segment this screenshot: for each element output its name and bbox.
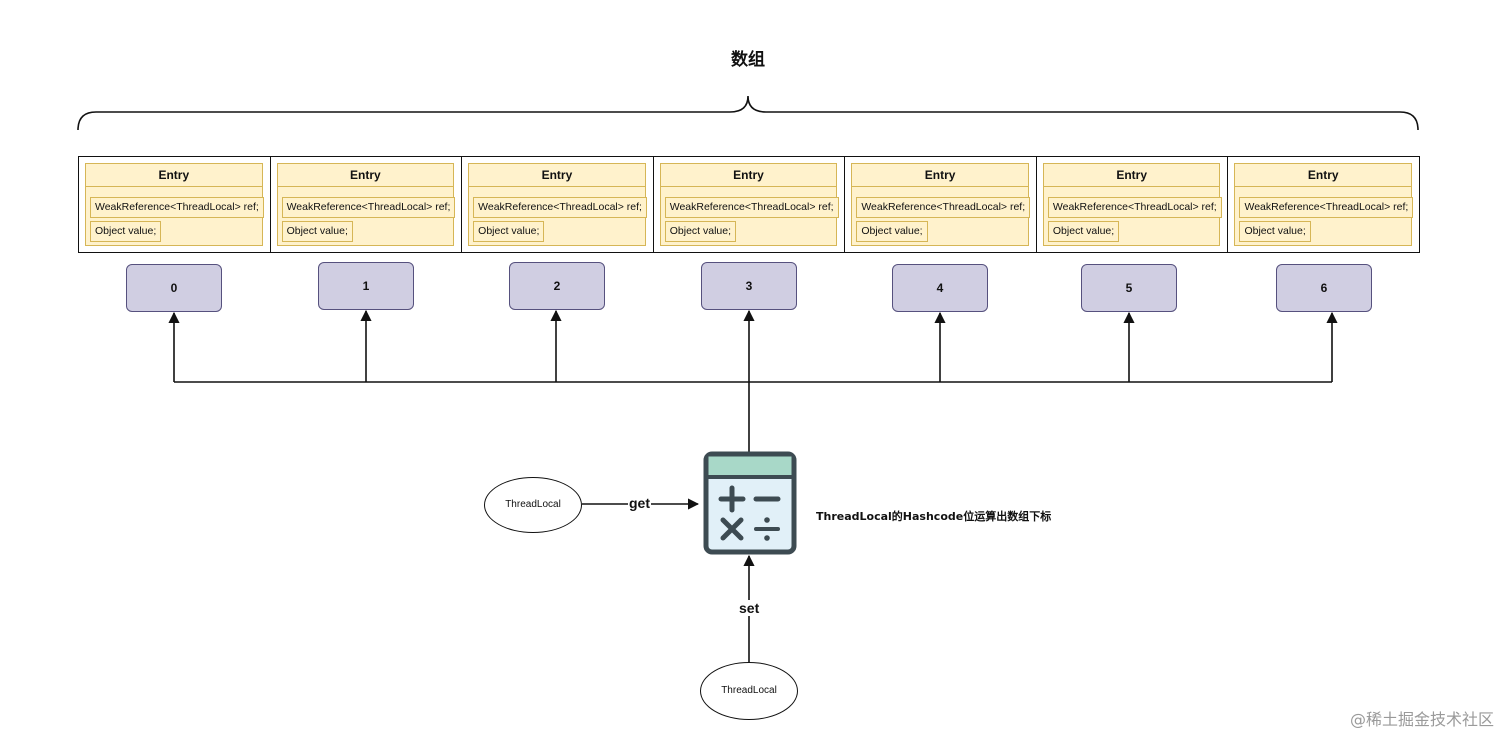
entry-box: Entry WeakReference<ThreadLocal> ref; Ob… bbox=[1234, 163, 1414, 246]
entry-title: Entry bbox=[1235, 164, 1412, 187]
entry-title: Entry bbox=[469, 164, 645, 187]
entry-box: Entry WeakReference<ThreadLocal> ref; Ob… bbox=[85, 163, 264, 246]
calculator-icon bbox=[703, 451, 797, 555]
entry-value-field: Object value; bbox=[473, 221, 545, 242]
entry-value-field: Object value; bbox=[1239, 221, 1311, 242]
entry-array: Entry WeakReference<ThreadLocal> ref; Ob… bbox=[78, 156, 1420, 253]
entry-box: Entry WeakReference<ThreadLocal> ref; Ob… bbox=[1042, 163, 1222, 246]
index-box-4: 4 bbox=[892, 264, 988, 312]
entry-box: Entry WeakReference<ThreadLocal> ref; Ob… bbox=[468, 163, 647, 246]
entry-title: Entry bbox=[86, 164, 262, 187]
set-label: set bbox=[738, 600, 761, 616]
index-box-5: 5 bbox=[1081, 264, 1177, 312]
entry-box: Entry WeakReference<ThreadLocal> ref; Ob… bbox=[851, 163, 1031, 246]
entry-value-field: Object value; bbox=[664, 221, 737, 242]
array-cell: Entry WeakReference<ThreadLocal> ref; Ob… bbox=[845, 157, 1037, 252]
array-cell: Entry WeakReference<ThreadLocal> ref; Ob… bbox=[271, 157, 463, 252]
entry-ref-field: WeakReference<ThreadLocal> ref; bbox=[281, 197, 456, 218]
entry-title: Entry bbox=[852, 164, 1028, 187]
entry-title: Entry bbox=[1043, 164, 1220, 187]
watermark: @稀土掘金技术社区 bbox=[1349, 710, 1494, 729]
entry-title: Entry bbox=[660, 164, 837, 187]
entry-value-field: Object value; bbox=[281, 221, 353, 242]
calculator-label: ThreadLocal的Hashcode位运算出数组下标 bbox=[816, 510, 1052, 523]
threadlocal-set-node: ThreadLocal bbox=[700, 662, 798, 720]
entry-box: Entry WeakReference<ThreadLocal> ref; Ob… bbox=[659, 163, 839, 246]
entry-ref-field: WeakReference<ThreadLocal> ref; bbox=[473, 197, 647, 218]
array-cell: Entry WeakReference<ThreadLocal> ref; Ob… bbox=[654, 157, 846, 252]
index-box-6: 6 bbox=[1276, 264, 1372, 312]
array-cell: Entry WeakReference<ThreadLocal> ref; Ob… bbox=[462, 157, 654, 252]
entry-ref-field: WeakReference<ThreadLocal> ref; bbox=[664, 197, 839, 218]
entry-title: Entry bbox=[277, 164, 454, 187]
array-title: 数组 bbox=[731, 50, 765, 70]
index-box-0: 0 bbox=[126, 264, 222, 312]
index-box-1: 1 bbox=[318, 262, 414, 310]
entry-box: Entry WeakReference<ThreadLocal> ref; Ob… bbox=[276, 163, 456, 246]
array-cell: Entry WeakReference<ThreadLocal> ref; Ob… bbox=[1037, 157, 1229, 252]
entry-ref-field: WeakReference<ThreadLocal> ref; bbox=[856, 197, 1031, 218]
threadlocal-get-node: ThreadLocal bbox=[484, 477, 582, 533]
array-cell: Entry WeakReference<ThreadLocal> ref; Ob… bbox=[1228, 157, 1419, 252]
entry-value-field: Object value; bbox=[90, 221, 162, 242]
index-box-2: 2 bbox=[509, 262, 605, 310]
entry-ref-field: WeakReference<ThreadLocal> ref; bbox=[1239, 197, 1414, 218]
array-cell: Entry WeakReference<ThreadLocal> ref; Ob… bbox=[79, 157, 271, 252]
entry-ref-field: WeakReference<ThreadLocal> ref; bbox=[90, 197, 264, 218]
index-box-3: 3 bbox=[701, 262, 797, 310]
entry-ref-field: WeakReference<ThreadLocal> ref; bbox=[1047, 197, 1222, 218]
array-brace bbox=[77, 95, 1419, 131]
entry-value-field: Object value; bbox=[1047, 221, 1120, 242]
get-label: get bbox=[628, 495, 651, 511]
entry-value-field: Object value; bbox=[856, 221, 928, 242]
